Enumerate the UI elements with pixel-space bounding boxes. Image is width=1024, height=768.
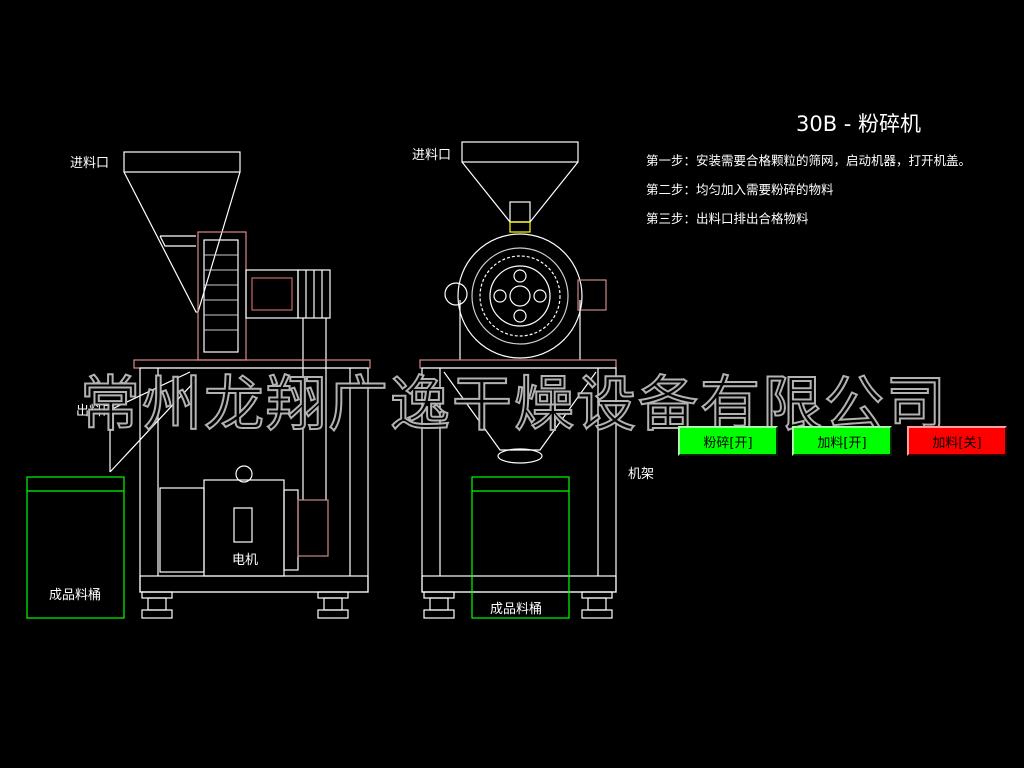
- machine-title: 30B - 粉碎机: [796, 112, 922, 136]
- left-view-drawing: [109, 151, 371, 619]
- feed-off-button[interactable]: 加料[关]: [907, 426, 1007, 456]
- motor-label: 电机: [232, 553, 259, 568]
- right-view-drawing: [419, 141, 617, 619]
- crush-on-button[interactable]: 粉碎[开]: [678, 426, 778, 456]
- frame-label: 机架: [628, 467, 655, 482]
- step-2: 第二步：均匀加入需要粉碎的物料: [646, 182, 834, 197]
- instruction-steps: 第一步：安装需要合格颗粒的筛网，启动机器，打开机盖。 第二步：均匀加入需要粉碎的…: [646, 146, 971, 233]
- left-bucket-outline: [26, 476, 125, 619]
- bucket-label-right: 成品料桶: [490, 602, 543, 617]
- feed-on-button[interactable]: 加料[开]: [792, 426, 892, 456]
- right-bucket-outline: [471, 476, 570, 619]
- step-1: 第一步：安装需要合格颗粒的筛网，启动机器，打开机盖。: [646, 153, 972, 168]
- inlet-label-left: 进料口: [70, 156, 110, 171]
- bucket-label-left: 成品料桶: [49, 588, 102, 603]
- inlet-label-right: 进料口: [412, 148, 452, 163]
- step-3: 第三步：出料口排出合格物料: [646, 211, 809, 226]
- outlet-label: 出料口: [76, 404, 116, 419]
